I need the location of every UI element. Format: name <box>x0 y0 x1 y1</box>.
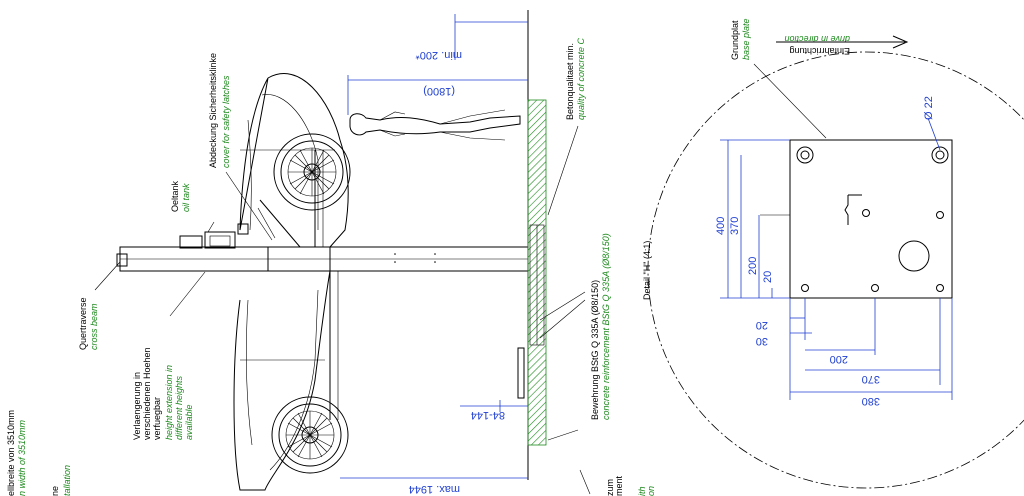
left-edge-notes: ellbreite von 3510mm n width of 3510mm n… <box>6 410 72 496</box>
dim-380: 380 <box>862 395 880 407</box>
base-plate-label-de: Grundplat <box>730 20 740 60</box>
dim-30: 30 <box>756 335 768 347</box>
fragment-on: on <box>646 486 656 496</box>
dim-84-144: 84-144 <box>460 400 528 421</box>
safety-latch-label-de: Abdeckung Sicherheitsklinke <box>208 53 218 168</box>
car-silhouette <box>233 73 349 491</box>
dim-370: 370 <box>729 217 741 235</box>
dim-min-200-label: min. 200* <box>415 49 462 61</box>
reinforcement-callout: Bewehrung BStG Q 335A (Ø8/150) concrete … <box>539 233 611 441</box>
extension-label-en-1: height extension in <box>164 365 174 440</box>
bottom-fragments: zum ment ith on <box>579 469 656 496</box>
dim-d22: Ø 22 <box>923 96 935 120</box>
hole-diameter-callout: Ø 22 <box>923 96 941 151</box>
extension-label-en-2: different heights <box>174 375 184 440</box>
lower-wheel-icon <box>271 396 349 474</box>
detail-horizontal-dims: 20 30 200 370 380 <box>756 298 953 407</box>
base-plate-label-en: base plate <box>741 18 751 60</box>
fragment-ne: ne <box>50 486 60 496</box>
drive-label-de: Einfahrrichtung <box>789 46 850 56</box>
fragment-ment: ment <box>614 475 624 496</box>
dim-20: 20 <box>762 271 774 283</box>
dim-max-1944: max. 1944 <box>340 477 528 495</box>
oil-tank <box>179 221 249 249</box>
dim-400: 400 <box>715 217 727 235</box>
detail-vertical-dims: 400 370 200 20 <box>715 139 790 299</box>
floor <box>527 10 547 480</box>
oil-tank-label-en: oil tank <box>181 183 191 212</box>
dim-1800-label: (1800) <box>423 85 455 97</box>
cross-beam-label-de: Quertraverse <box>78 297 88 350</box>
extension-label-de-3: verfuegbar <box>152 397 162 440</box>
detail-h-label: Detail "H" (4:1) <box>642 241 652 300</box>
width-note-en: n width of 3510mm <box>17 419 27 496</box>
width-note-de: ellbreite von 3510mm <box>6 410 16 496</box>
dim-max-1944-label: max. 1944 <box>409 483 460 495</box>
dim-min-200: min. 200* <box>415 14 528 61</box>
reinforcement-label-en: concrete reinforcement BStG Q 335A (Ø8/1… <box>601 233 611 420</box>
cross-beam-callout: Quertraverse cross beam <box>78 261 121 350</box>
cross-beam-label-en: cross beam <box>89 303 99 350</box>
lift-column <box>116 246 529 272</box>
dim-1800: (1800) <box>347 75 528 115</box>
person-figure <box>349 109 521 141</box>
drive-direction: Einfahrrichtung drive in direction <box>776 34 909 56</box>
drive-label-en: drive in direction <box>784 34 850 44</box>
fragment-zum: zum <box>605 479 615 496</box>
dim-20b: 20 <box>756 319 768 331</box>
lift-arms <box>259 150 339 420</box>
lower-bracket <box>517 347 525 399</box>
concrete-quality-label-en: quality of concrete C <box>576 37 586 120</box>
fragment-ith: ith <box>637 486 647 496</box>
extension-callout: Verlaengerung in verschiedenen Hoehen ve… <box>132 271 206 440</box>
oil-tank-callout: Oeltank oil tank <box>170 180 191 212</box>
extension-label-en-3: available <box>184 404 194 440</box>
dim-370b: 370 <box>862 373 880 385</box>
extension-label-de-1: Verlaengerung in <box>132 372 142 440</box>
dim-200b: 200 <box>830 353 848 365</box>
installation-note-en: tallation <box>62 465 72 496</box>
oil-tank-label-de: Oeltank <box>170 180 180 212</box>
extension-label-de-2: verschiedenen Hoehen <box>142 347 152 440</box>
base-plate <box>789 139 953 299</box>
safety-latch-label-en: cover for safety latches <box>221 75 231 168</box>
safety-latch-callout: Abdeckung Sicherheitsklinke cover for sa… <box>208 53 273 241</box>
base-plate-callout: Grundplat base plate <box>730 18 827 139</box>
reinforcement-label-de: Bewehrung BStG Q 335A (Ø8/150) <box>590 280 600 420</box>
dim-200: 200 <box>747 257 759 275</box>
upper-wheel-icon <box>273 133 351 211</box>
dim-84-144-label: 84-144 <box>471 409 505 421</box>
detail-h: Detail "H" (4:1) 400 370 200 20 <box>642 18 1024 489</box>
concrete-quality-label-de: Betonqualitaet min. <box>565 43 575 120</box>
concrete-quality-callout: Betonqualitaet min. quality of concrete … <box>547 37 586 216</box>
